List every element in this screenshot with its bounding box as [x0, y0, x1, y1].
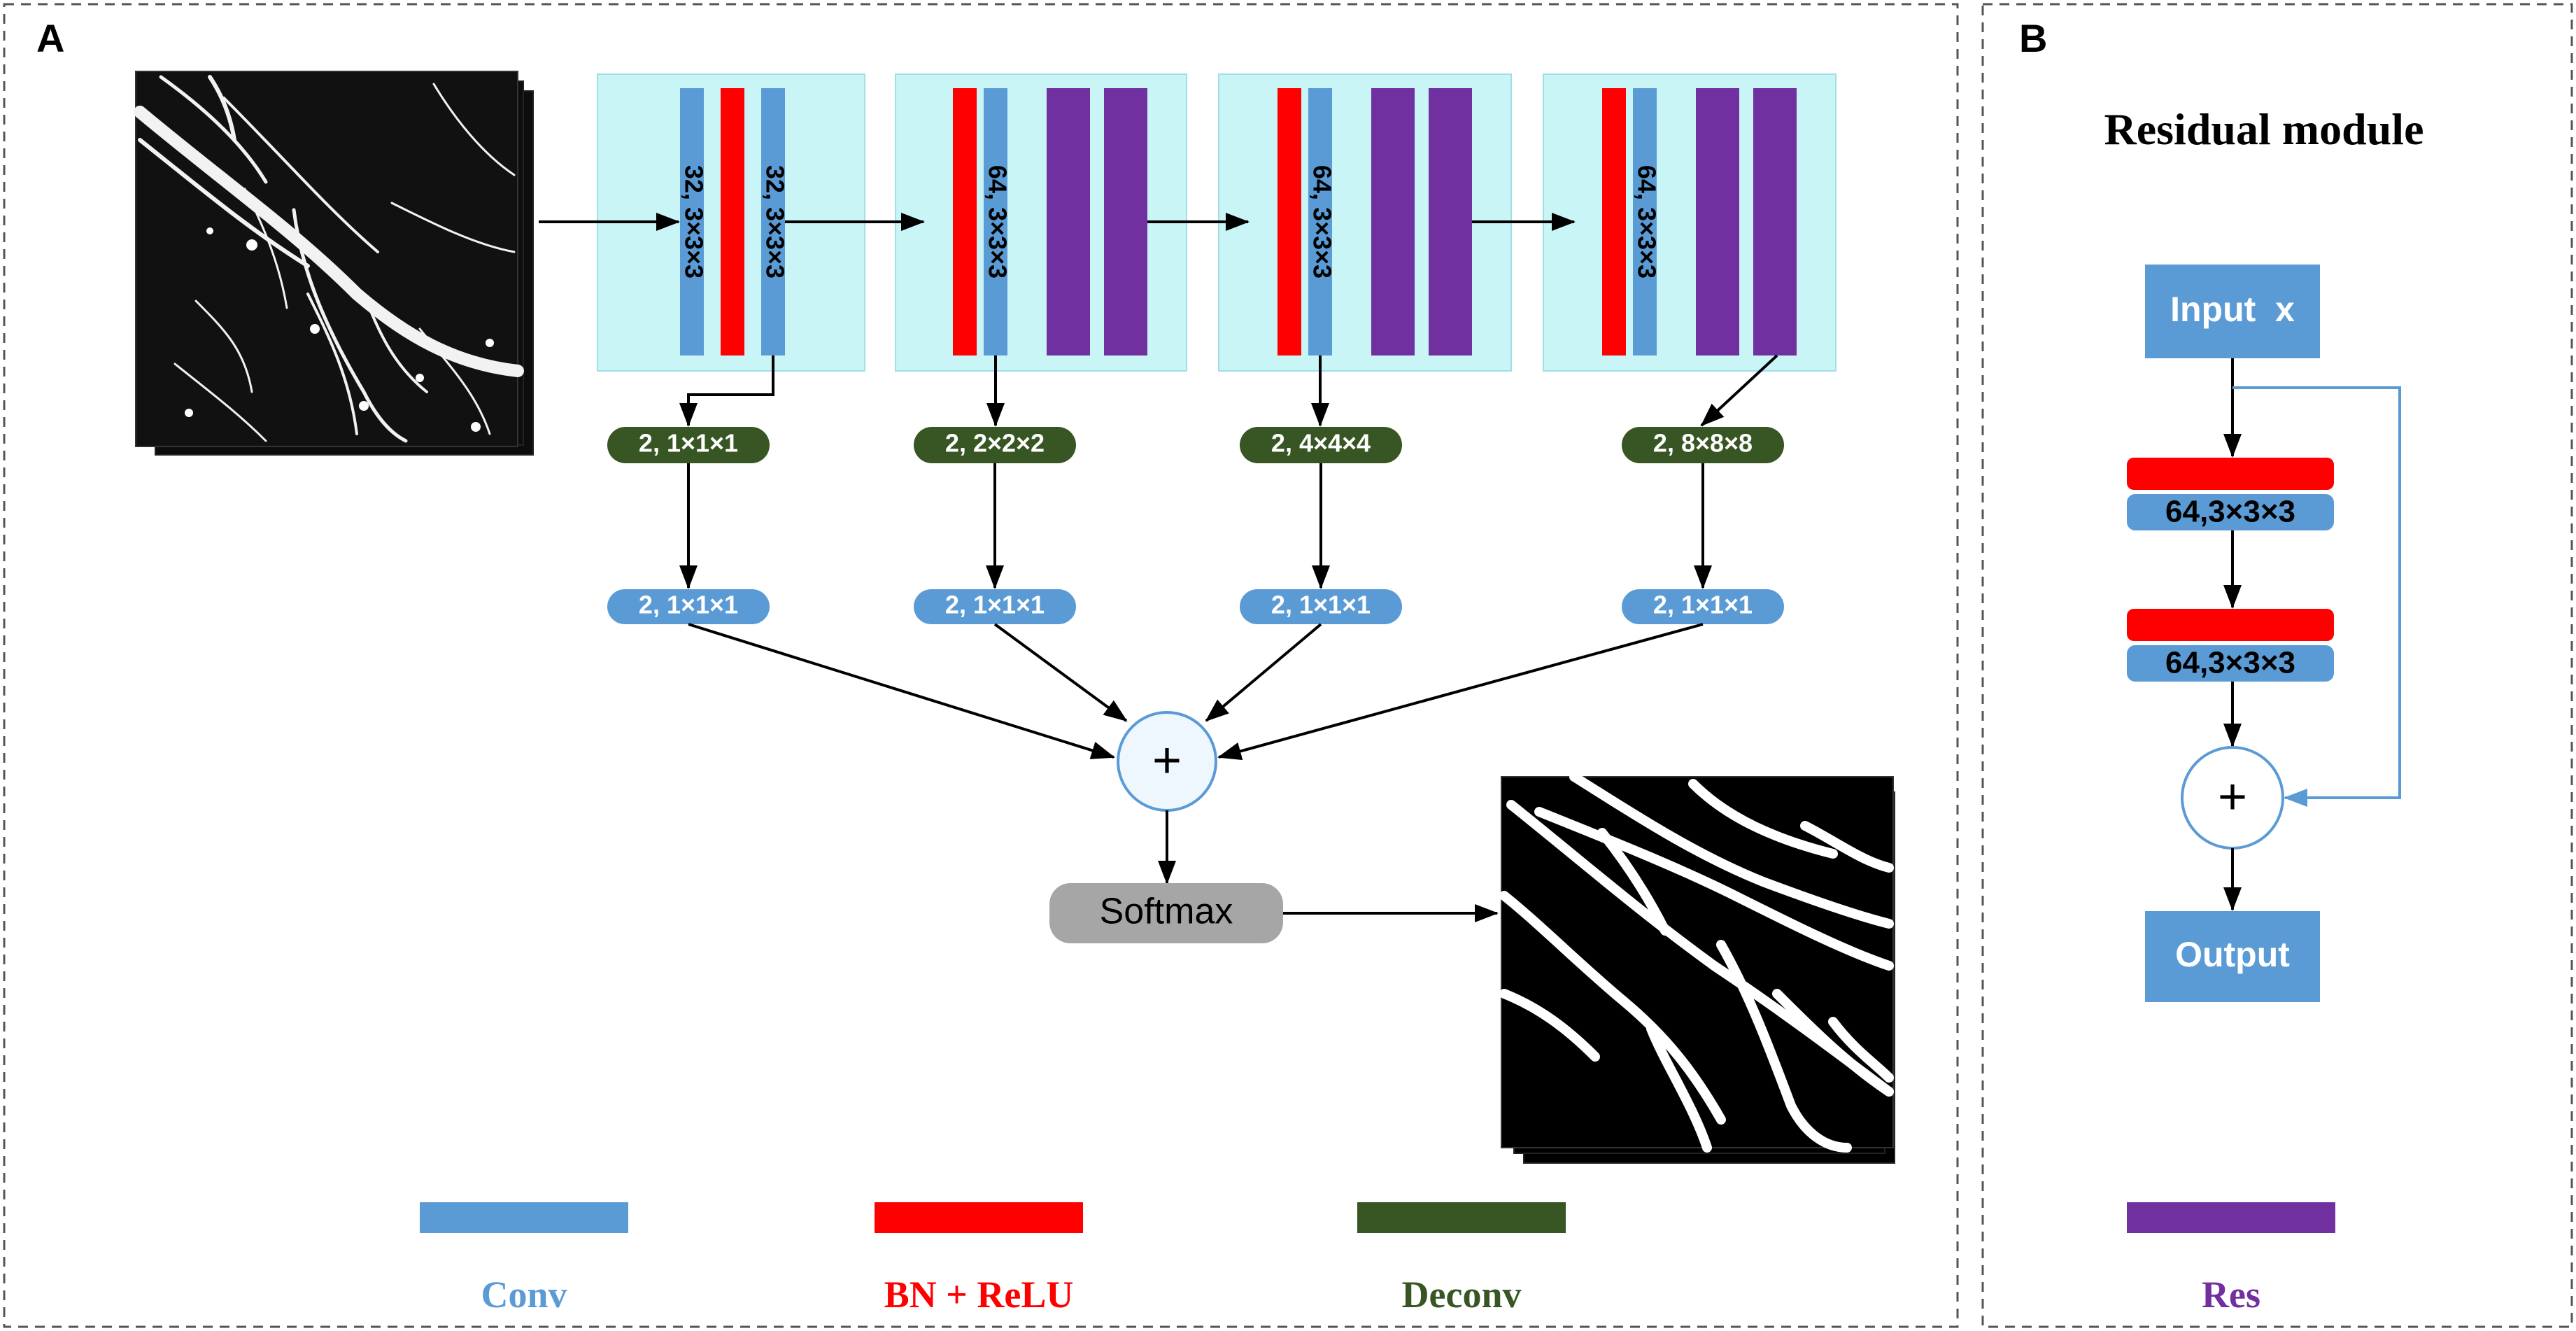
- output-node: [2145, 911, 2320, 1002]
- bn-relu-layer: [721, 88, 744, 355]
- conv-layer: [1633, 88, 1657, 355]
- conv-layer: [984, 88, 1007, 355]
- residual-module-title: Residual module: [2104, 104, 2424, 154]
- softmax-node: [1049, 883, 1283, 943]
- deconv-node-label: 2, 8×8×8: [1653, 429, 1753, 458]
- legend-label-bn-relu: BN + ReLU: [884, 1274, 1074, 1316]
- conv-layer-label: 64, 3×3×3: [1308, 165, 1336, 279]
- input-image-stack: [134, 71, 534, 456]
- conv-layer: [680, 88, 704, 355]
- conv1x1-node-label: 2, 1×1×1: [945, 591, 1045, 619]
- input-node: [2145, 265, 2320, 358]
- bn-relu-layer: [2127, 609, 2334, 641]
- legend-label-deconv: Deconv: [1402, 1274, 1522, 1316]
- conv-layer: [2127, 645, 2334, 682]
- conv-layer-label: 64,3×3×3: [2165, 646, 2295, 680]
- deconv-node: [1240, 427, 1402, 463]
- deconv-node: [1622, 427, 1784, 463]
- conv-layer-label: 64, 3×3×3: [1632, 165, 1661, 279]
- conv1x1-node-label: 2, 1×1×1: [1271, 591, 1371, 619]
- conv-layer: [761, 88, 785, 355]
- conv1x1-node-label: 2, 1×1×1: [639, 591, 738, 619]
- input-label: Input x: [2170, 290, 2295, 329]
- output-label: Output: [2175, 935, 2290, 974]
- flow-arrow: [679, 355, 774, 427]
- sum-node-label: +: [2218, 769, 2247, 825]
- flow-arrow: [993, 623, 1128, 722]
- legend-swatch-deconv: [1357, 1202, 1566, 1233]
- bn-relu-layer: [1278, 88, 1301, 355]
- deconv-node-label: 2, 1×1×1: [639, 429, 738, 458]
- flow-arrow: [1700, 354, 1778, 427]
- panel-a-border: [3, 3, 1959, 1328]
- legend-label-res: Res: [2202, 1274, 2260, 1316]
- panel-b-border: [1981, 3, 2573, 1328]
- output-image-stack: [1499, 772, 1895, 1164]
- deconv-node-label: 2, 2×2×2: [945, 429, 1045, 458]
- conv-layer: [2127, 494, 2334, 530]
- bn-relu-layer: [953, 88, 977, 355]
- conv-layer-label: 32, 3×3×3: [760, 165, 789, 279]
- deconv-node: [914, 427, 1076, 463]
- sum-node-label: +: [1152, 733, 1182, 789]
- flow-arrow: [1217, 623, 1704, 761]
- legend-swatch-res: [2127, 1202, 2335, 1233]
- res-layer: [1429, 88, 1472, 355]
- legend-swatch-conv: [420, 1202, 628, 1233]
- bn-relu-layer: [2127, 458, 2334, 490]
- conv1x1-node-label: 2, 1×1×1: [1653, 591, 1753, 619]
- conv1x1-node: [1240, 589, 1402, 624]
- skip-connection-arrow: [2232, 386, 2401, 807]
- bn-relu-layer: [1602, 88, 1626, 355]
- flow-arrow: [688, 623, 1115, 759]
- legend-label-conv: Conv: [481, 1274, 567, 1316]
- res-layer: [1696, 88, 1739, 355]
- panel-b-letter: B: [2019, 16, 2047, 60]
- conv-layer-label: 32, 3×3×3: [679, 165, 708, 279]
- res-layer: [1371, 88, 1415, 355]
- conv-layer: [1308, 88, 1332, 355]
- conv-layer-label: 64,3×3×3: [2165, 495, 2295, 529]
- conv1x1-node: [914, 589, 1076, 624]
- res-layer: [1047, 88, 1090, 355]
- legend-swatch-bn-relu: [875, 1202, 1083, 1233]
- conv1x1-node: [607, 589, 770, 624]
- panel-a-letter: A: [36, 16, 64, 60]
- conv1x1-node: [1622, 589, 1784, 624]
- deconv-node-label: 2, 4×4×4: [1271, 429, 1371, 458]
- softmax-label: Softmax: [1100, 892, 1233, 932]
- res-layer: [1753, 88, 1797, 355]
- conv-layer-label: 64, 3×3×3: [983, 165, 1012, 279]
- deconv-node: [607, 427, 770, 463]
- res-layer: [1104, 88, 1147, 355]
- flow-arrow: [1205, 623, 1322, 722]
